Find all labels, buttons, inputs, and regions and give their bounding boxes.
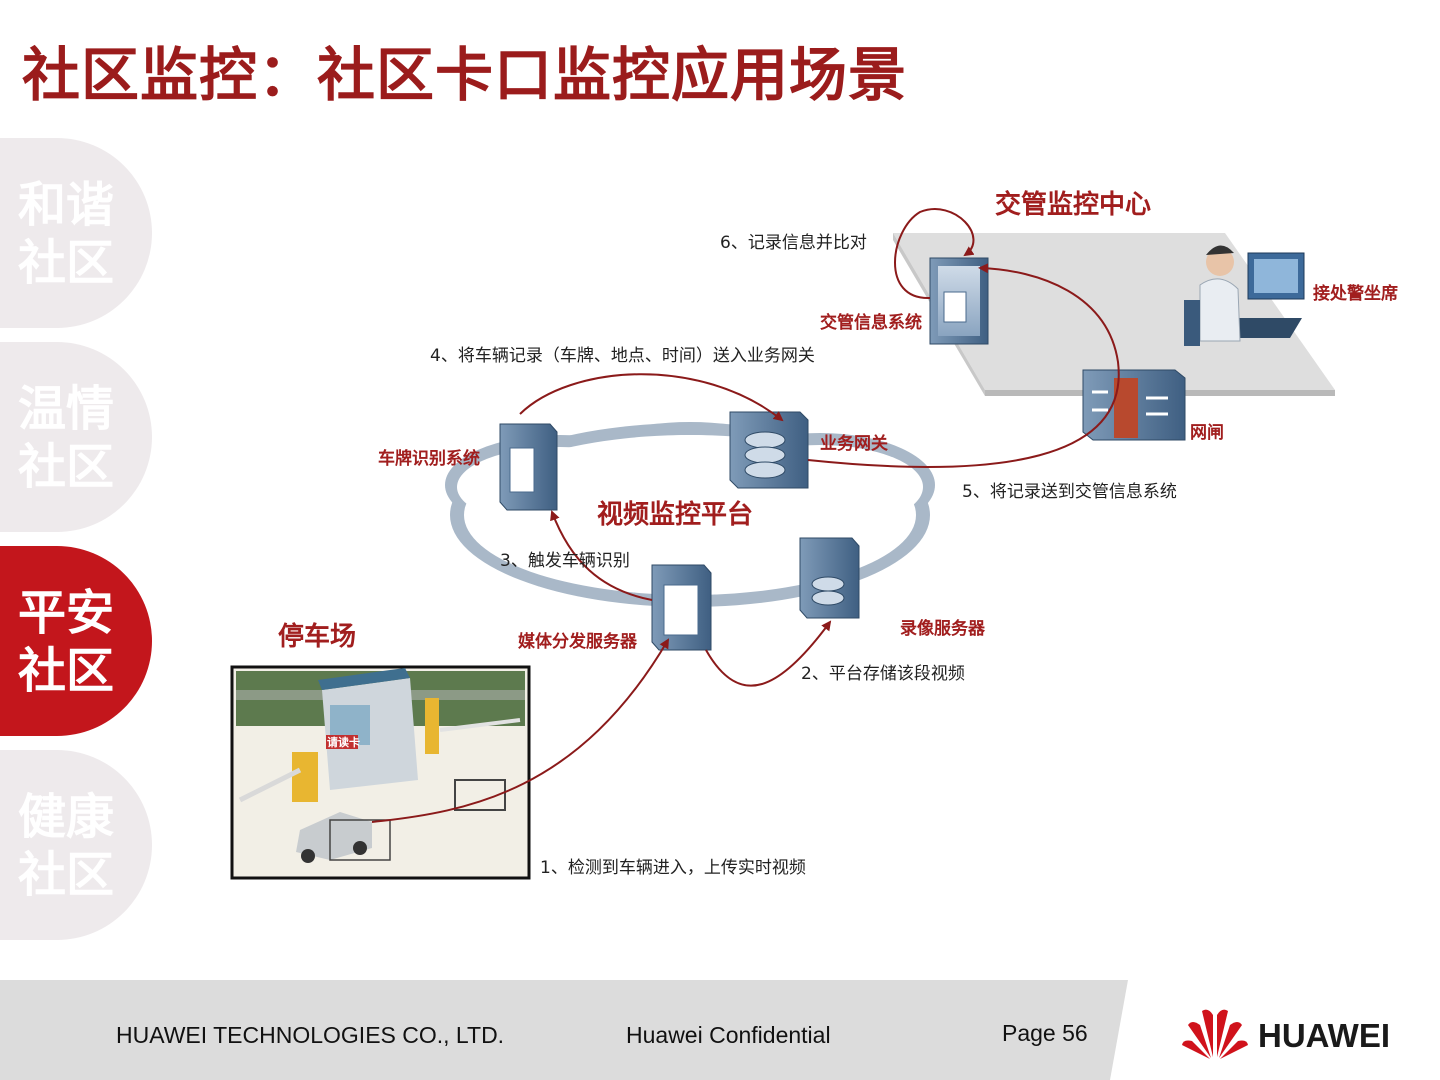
plate-recognition-label: 车牌识别系统 [378,449,480,469]
sidebar-tab-label-1: 平安 [18,585,115,641]
sidebar-tab-label-1: 和谐 [18,177,115,233]
diagram-canvas [230,208,1335,880]
arrow-step-2 [705,620,832,687]
platform-title: 视频监控平台 [597,500,754,530]
sidebar-tab-warmth[interactable]: 温情 社区 [0,342,152,532]
business-gateway-icon [729,411,809,489]
traffic-info-system-label: 交管信息系统 [820,313,922,333]
sidebar-tab-label-1: 健康 [18,789,115,845]
parking-title: 停车场 [278,622,357,652]
sidebar-tab-health[interactable]: 健康 社区 [0,750,152,940]
plate-recognition-icon [499,423,558,511]
sidebar-tab-harmony[interactable]: 和谐 社区 [0,138,152,328]
arrow-step-1 [371,638,670,823]
sidebar-tab-label-2: 社区 [18,235,115,291]
footer-divider [1110,980,1440,1080]
parking-lot-image [230,665,531,880]
sidebar-tab-label-2: 社区 [18,643,115,699]
sidebar-tab-label-2: 社区 [18,847,115,903]
step-3-label: 3、触发车辆识别 [500,551,630,571]
traffic-info-system-icon [929,257,989,345]
step-4-label: 4、将车辆记录（车牌、地点、时间）送入业务网关 [430,346,815,366]
media-server-icon [651,564,712,651]
step-6-label: 6、记录信息并比对 [720,233,867,253]
officer-seat-label: 接处警坐席 [1313,284,1398,304]
sidebar-tab-safety[interactable]: 平安 社区 [0,546,152,736]
arrow-step-6 [894,208,975,300]
arrow-step-5 [807,263,1120,468]
officer-workstation-icon [1184,245,1305,346]
traffic-center-title: 交管监控中心 [995,190,1152,220]
step-5-label: 5、将记录送到交管信息系统 [962,482,1177,502]
record-server-label: 录像服务器 [900,619,985,639]
huawei-logo-text: HUAWEI [1258,1017,1390,1054]
step-2-label: 2、平台存储该段视频 [801,664,965,684]
arrow-step-3 [550,510,653,601]
sidebar-tab-label-2: 社区 [18,439,115,495]
step-1-label: 1、检测到车辆进入，上传实时视频 [540,858,806,878]
arrow-step-4 [519,373,784,422]
page-title: 社区监控：社区卡口监控应用场景 [22,41,908,109]
media-server-label: 媒体分发服务器 [518,632,637,652]
booth-sign-label: 请读卡 [327,736,360,749]
footer-page-number: Page 56 [1002,1020,1088,1046]
business-gateway-label: 业务网关 [820,434,888,454]
gatekeeper-label: 网闸 [1190,423,1224,443]
gatekeeper-icon [1082,369,1186,441]
huawei-logo-icon [1182,1009,1248,1059]
record-server-icon [799,537,860,619]
footer-confidential: Huawei Confidential [626,1022,831,1048]
sidebar-tab-label-1: 温情 [18,381,115,437]
footer-company: HUAWEI TECHNOLOGIES CO., LTD. [116,1022,505,1048]
